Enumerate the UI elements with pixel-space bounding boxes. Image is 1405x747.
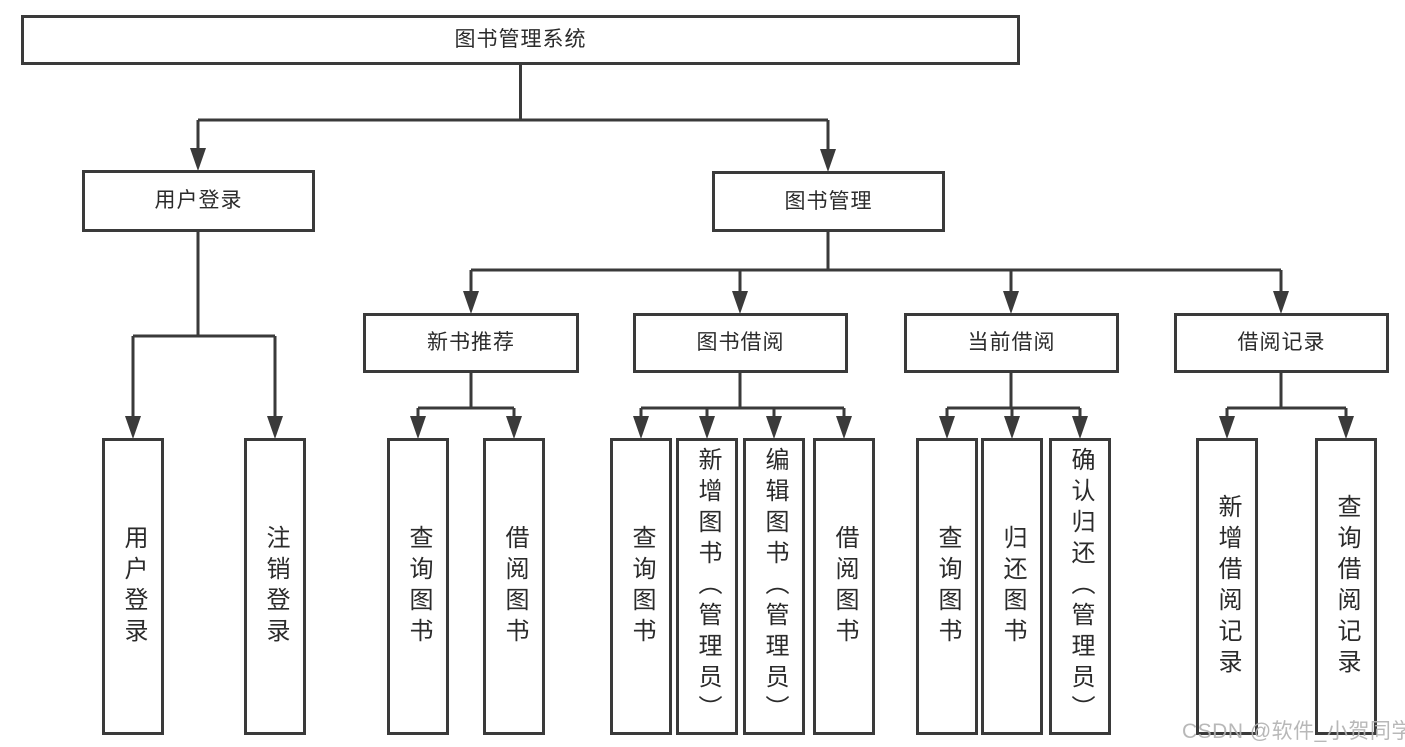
node-book-borrow: 图书借阅 xyxy=(633,313,848,373)
node-leaf-borrow-query-books: 查询图书 xyxy=(610,438,672,735)
node-leaf-borrow-edit-books-admin: 编辑图书（管理员） xyxy=(743,438,805,735)
node-leaf-user-login: 用户登录 xyxy=(102,438,164,735)
node-leaf-record-add-borrow-record: 新增借阅记录 xyxy=(1196,438,1258,735)
node-leaf-rec-query-books: 查询图书 xyxy=(387,438,449,735)
node-leaf-rec-borrow-books: 借阅图书 xyxy=(483,438,545,735)
csdn-watermark: CSDN @软件_小贺同学 xyxy=(1182,720,1405,743)
node-leaf-logout: 注销登录 xyxy=(244,438,306,735)
node-leaf-record-query-borrow-record: 查询借阅记录 xyxy=(1315,438,1377,735)
arrowhead-icons xyxy=(125,148,1354,439)
node-leaf-current-confirm-return-admin: 确认归还（管理员） xyxy=(1049,438,1111,735)
node-borrow-record: 借阅记录 xyxy=(1174,313,1389,373)
node-user-login: 用户登录 xyxy=(82,170,315,232)
node-new-book-recommend: 新书推荐 xyxy=(363,313,579,373)
node-current-borrow: 当前借阅 xyxy=(904,313,1119,373)
node-leaf-current-query-books: 查询图书 xyxy=(916,438,978,735)
node-leaf-borrow-add-books-admin: 新增图书（管理员） xyxy=(676,438,738,735)
node-root-system: 图书管理系统 xyxy=(21,15,1020,65)
node-leaf-borrow-borrow-books: 借阅图书 xyxy=(813,438,875,735)
node-leaf-current-return-books: 归还图书 xyxy=(981,438,1043,735)
node-book-management: 图书管理 xyxy=(712,171,945,232)
